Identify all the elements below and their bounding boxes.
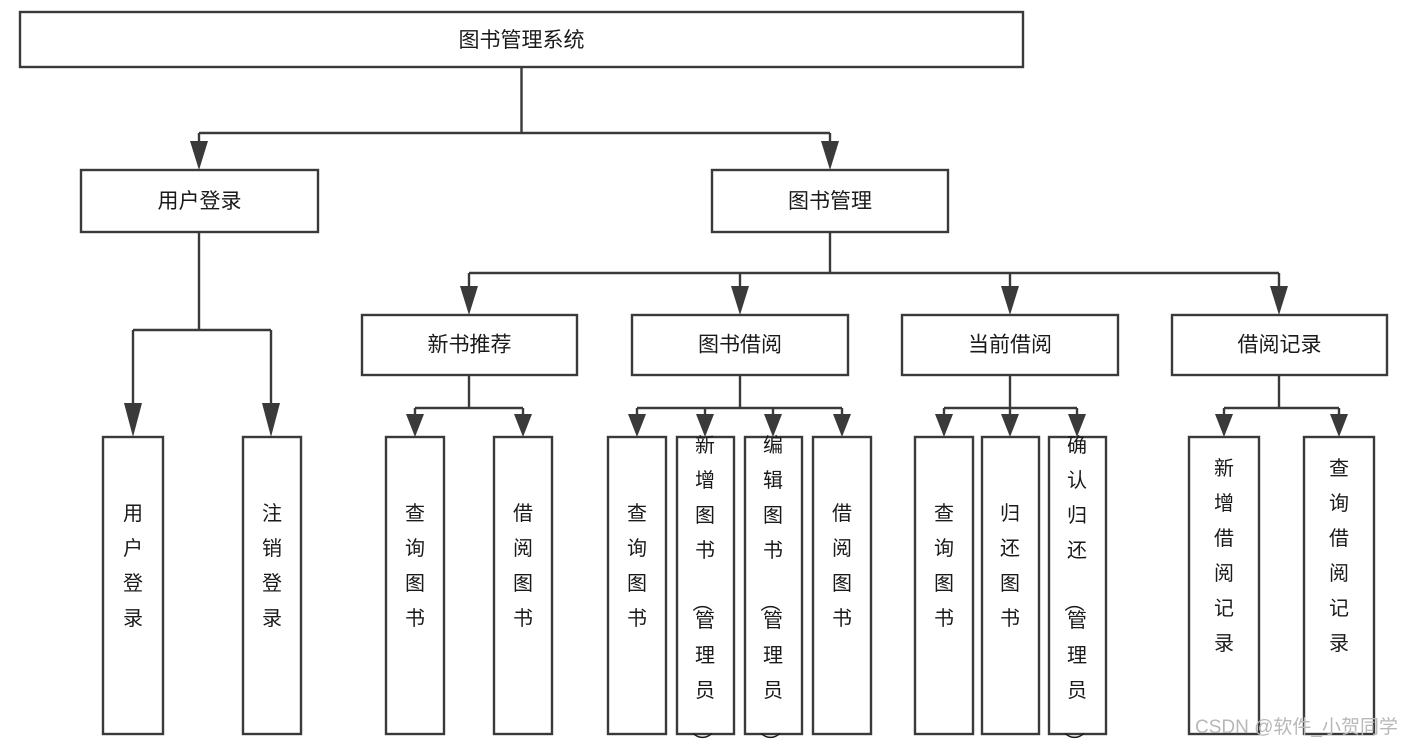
arrow-head-leaf-current-borrow-1 <box>1001 414 1019 437</box>
leaf-label-book-borrow-3: 借阅图书 <box>832 502 852 630</box>
leaf-label-new-book-0: 查询图书 <box>405 502 425 630</box>
leaf-box-new-book-1[interactable] <box>492 435 554 736</box>
node-book-manage-label: 图书管理 <box>788 190 872 213</box>
node-book-borrow[interactable]: 图书借阅 <box>630 313 850 377</box>
node-new-book-recommend[interactable]: 新书推荐 <box>360 313 579 377</box>
leaf-label-borrow-record-0: 新增借阅记录 <box>1214 457 1234 655</box>
arrow-head-leaf-current-borrow-2 <box>1068 414 1086 437</box>
arrow-head-to-book-manage <box>821 141 839 170</box>
node-root[interactable]: 图书管理系统 <box>18 10 1025 69</box>
leaf-label-current-borrow-1: 归还图书 <box>1000 502 1020 630</box>
arrow-head-leaf-borrow-record-0 <box>1215 414 1233 437</box>
node-user-login-label: 用户登录 <box>158 190 242 213</box>
arrow-head-to-new-book <box>460 286 478 315</box>
leaf-label-user-login-0: 用户登录 <box>123 503 143 630</box>
leaf-box-new-book-0[interactable] <box>384 435 446 736</box>
leaf-box-current-borrow-2[interactable] <box>1047 435 1108 736</box>
leaf-box-borrow-record-1[interactable] <box>1302 435 1376 736</box>
connector-group-new-book-recommend <box>406 375 532 437</box>
leaf-label-user-login-1: 注销登录 <box>262 502 282 630</box>
leaf-node-new-book-1[interactable]: 借阅图书 <box>492 435 554 736</box>
node-new-book-recommend-label: 新书推荐 <box>428 334 512 357</box>
arrow-head-leaf-borrow-record-1 <box>1330 414 1348 437</box>
arrow-head-leaf-user-login-0 <box>124 403 142 437</box>
leaf-box-book-borrow-2[interactable] <box>743 435 804 736</box>
connector-group-borrow-record <box>1215 375 1348 437</box>
leaf-label-current-borrow-2: 确认归还（管理员） <box>1062 434 1087 747</box>
leaf-box-user-login-1[interactable] <box>241 435 303 736</box>
node-root-box[interactable] <box>18 10 1025 69</box>
node-root-label: 图书管理系统 <box>459 29 585 52</box>
leaf-node-borrow-record-0[interactable]: 新增借阅记录 <box>1187 435 1261 736</box>
leaf-node-user-login-1[interactable]: 注销登录 <box>241 435 303 736</box>
node-book-borrow-label: 图书借阅 <box>698 334 782 357</box>
leaf-label-current-borrow-0: 查询图书 <box>934 502 954 630</box>
leaf-box-borrow-record-0[interactable] <box>1187 435 1261 736</box>
node-new-book-recommend-box[interactable] <box>360 313 579 377</box>
leaf-node-current-borrow-2[interactable]: 确认归还（管理员） <box>1047 434 1108 747</box>
leaf-label-book-borrow-2: 编辑图书（管理员） <box>758 434 783 747</box>
arrow-head-to-borrow-record <box>1270 286 1288 315</box>
arrow-head-leaf-book-borrow-0 <box>628 414 646 437</box>
node-user-login-box[interactable] <box>79 168 320 234</box>
leaf-node-book-borrow-2[interactable]: 编辑图书（管理员） <box>743 434 804 747</box>
leaf-node-current-borrow-1[interactable]: 归还图书 <box>980 435 1041 736</box>
leaf-label-borrow-record-1: 查询借阅记录 <box>1329 457 1349 655</box>
node-book-manage-box[interactable] <box>710 168 950 234</box>
arrow-head-to-current-borrow <box>1001 286 1019 315</box>
connector-group-root <box>190 67 839 170</box>
leaf-box-book-borrow-1[interactable] <box>675 435 736 736</box>
arrow-head-leaf-book-borrow-3 <box>833 414 851 437</box>
arrow-head-leaf-user-login-1 <box>262 403 280 437</box>
arrow-head-leaf-current-borrow-0 <box>935 414 953 437</box>
node-borrow-record[interactable]: 借阅记录 <box>1170 313 1389 377</box>
node-current-borrow[interactable]: 当前借阅 <box>900 313 1120 377</box>
node-borrow-record-label: 借阅记录 <box>1238 334 1322 357</box>
leaf-label-book-borrow-1: 新增图书（管理员） <box>690 434 715 747</box>
watermark-label: CSDN @软件_小贺同学 <box>1195 716 1398 738</box>
leaf-node-book-borrow-1[interactable]: 新增图书（管理员） <box>675 434 736 747</box>
leaf-box-user-login-0[interactable] <box>101 435 165 736</box>
leaf-node-new-book-0[interactable]: 查询图书 <box>384 435 446 736</box>
leaf-node-current-borrow-0[interactable]: 查询图书 <box>913 435 975 736</box>
node-book-borrow-box[interactable] <box>630 313 850 377</box>
leaf-node-book-borrow-0[interactable]: 查询图书 <box>606 435 668 736</box>
node-current-borrow-label: 当前借阅 <box>968 334 1052 357</box>
node-borrow-record-box[interactable] <box>1170 313 1389 377</box>
leaf-label-new-book-1: 借阅图书 <box>513 502 533 630</box>
leaf-box-book-borrow-0[interactable] <box>606 435 668 736</box>
arrow-head-leaf-new-book-1 <box>514 414 532 437</box>
connector-group-book-borrow <box>628 375 851 437</box>
node-book-manage[interactable]: 图书管理 <box>710 168 950 234</box>
arrow-head-leaf-new-book-0 <box>406 414 424 437</box>
connector-group-current-borrow <box>935 375 1086 437</box>
arrow-head-leaf-book-borrow-2 <box>764 414 782 437</box>
leaf-box-current-borrow-0[interactable] <box>913 435 975 736</box>
connector-group-book-manage <box>460 232 1288 315</box>
arrow-head-to-user-login <box>190 141 208 170</box>
arrow-head-to-book-borrow <box>731 286 749 315</box>
arrow-head-leaf-book-borrow-1 <box>696 414 714 437</box>
leaf-node-borrow-record-1[interactable]: 查询借阅记录 <box>1302 435 1376 736</box>
node-user-login[interactable]: 用户登录 <box>79 168 320 234</box>
leaf-node-user-login-0[interactable]: 用户登录 <box>101 435 165 736</box>
leaf-node-book-borrow-3[interactable]: 借阅图书 <box>811 435 873 736</box>
leaf-box-current-borrow-1[interactable] <box>980 435 1041 736</box>
connector-group-user-login <box>124 232 280 437</box>
leaf-label-book-borrow-0: 查询图书 <box>627 502 647 630</box>
leaf-box-book-borrow-3[interactable] <box>811 435 873 736</box>
node-current-borrow-box[interactable] <box>900 313 1120 377</box>
